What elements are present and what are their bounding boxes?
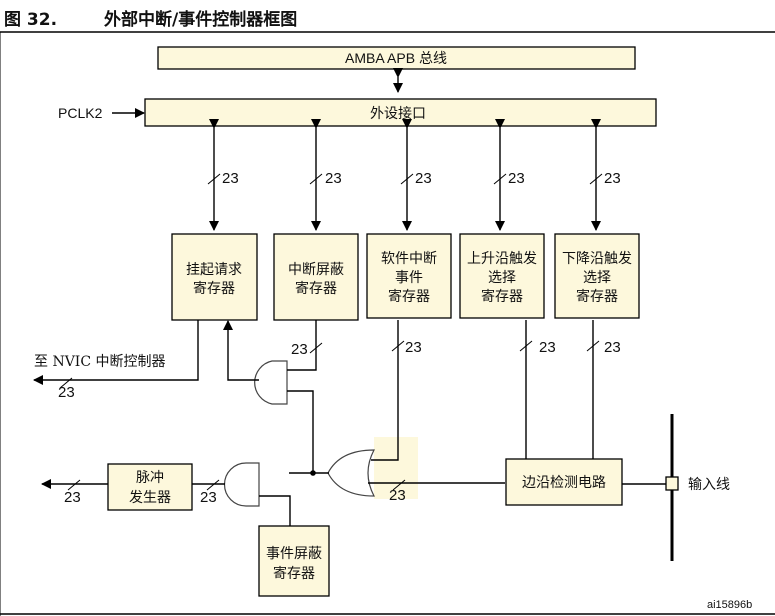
falling-label-1: 下降沿触发 [562, 251, 632, 267]
int-mask-label-2: 寄存器 [295, 280, 337, 297]
width-label: 23 [415, 170, 432, 187]
width-label: 23 [604, 339, 621, 356]
width-label: 23 [200, 489, 217, 506]
pulse-gen-label-1: 脉冲 [136, 470, 164, 486]
and-to-pending-wire [223, 320, 259, 381]
swier-label-1: 软件中断 [381, 251, 437, 267]
figure-caption: 外部中断/事件控制器框图 [104, 10, 298, 30]
junction-dot [310, 470, 316, 476]
int-mask-label-1: 中断屏蔽 [288, 262, 344, 278]
interrupt-mask-register-block: 中断屏蔽 寄存器 [273, 233, 359, 321]
width-label: 23 [508, 170, 525, 187]
apb-bus-block: AMBA APB 总线 [157, 46, 636, 70]
int-mask-to-and-wire [287, 320, 317, 371]
falling-trigger-register-block: 下降沿触发 选择 寄存器 [554, 233, 640, 319]
pulse-gen-label-2: 发生器 [129, 490, 171, 506]
width-label: 23 [539, 339, 556, 356]
pulse-generator-block: 脉冲 发生器 [107, 463, 193, 511]
input-line-label: 输入线 [688, 477, 730, 493]
pending-register-block: 挂起请求 寄存器 [171, 233, 258, 321]
pclk2-label: PCLK2 [58, 105, 103, 121]
or-to-and-upper-wire [287, 390, 314, 473]
event-mask-to-and-wire [259, 495, 291, 526]
pending-register-label-2: 寄存器 [193, 280, 235, 297]
rising-trigger-register-block: 上升沿触发 选择 寄存器 [459, 233, 545, 319]
pending-register-label-1: 挂起请求 [186, 262, 242, 278]
width-label: 23 [64, 489, 81, 506]
width-label: 23 [325, 170, 342, 187]
input-pin [665, 476, 679, 491]
width-label: 23 [222, 170, 239, 187]
event-mask-register-block: 事件屏蔽 寄存器 [258, 525, 330, 597]
figure-title: 图 32. 外部中断/事件控制器框图 [4, 5, 297, 30]
swier-label-3: 寄存器 [388, 288, 430, 305]
swier-label-2: 事件 [395, 270, 423, 286]
register-bus-arrows: 23 23 23 23 23 [207, 119, 621, 231]
and-gate-lower [223, 462, 260, 507]
nvic-label: 至 NVIC 中断控制器 [34, 354, 166, 370]
event-mask-label-2: 寄存器 [273, 565, 315, 582]
width-label: 23 [604, 170, 621, 187]
or-input-highlight [374, 437, 418, 499]
or-gate [327, 449, 375, 497]
figure-number: 图 32. [4, 10, 58, 30]
peripheral-interface-label: 外设接口 [370, 105, 426, 122]
rising-label-3: 寄存器 [481, 288, 523, 305]
width-label: 23 [405, 339, 422, 356]
software-interrupt-register-block: 软件中断 事件 寄存器 [366, 233, 452, 319]
width-label: 23 [389, 487, 406, 504]
nvic-output-wire [33, 320, 199, 385]
swier-to-or-wire [371, 320, 399, 461]
width-label: 23 [291, 341, 308, 358]
and-gate-upper [254, 360, 288, 405]
event-mask-label-1: 事件屏蔽 [266, 546, 322, 562]
peripheral-interface-block: 外设接口 [144, 98, 657, 127]
figure-id: ai15896b [707, 599, 752, 611]
width-label: 23 [58, 384, 75, 401]
rising-label-1: 上升沿触发 [467, 251, 537, 267]
falling-label-2: 选择 [583, 270, 611, 286]
edge-detect-block: 边沿检测电路 [505, 458, 623, 506]
edge-detect-label: 边沿检测电路 [522, 475, 606, 491]
apb-bus-label: AMBA APB 总线 [345, 50, 447, 66]
rising-label-2: 选择 [488, 270, 516, 286]
falling-label-3: 寄存器 [576, 288, 618, 305]
